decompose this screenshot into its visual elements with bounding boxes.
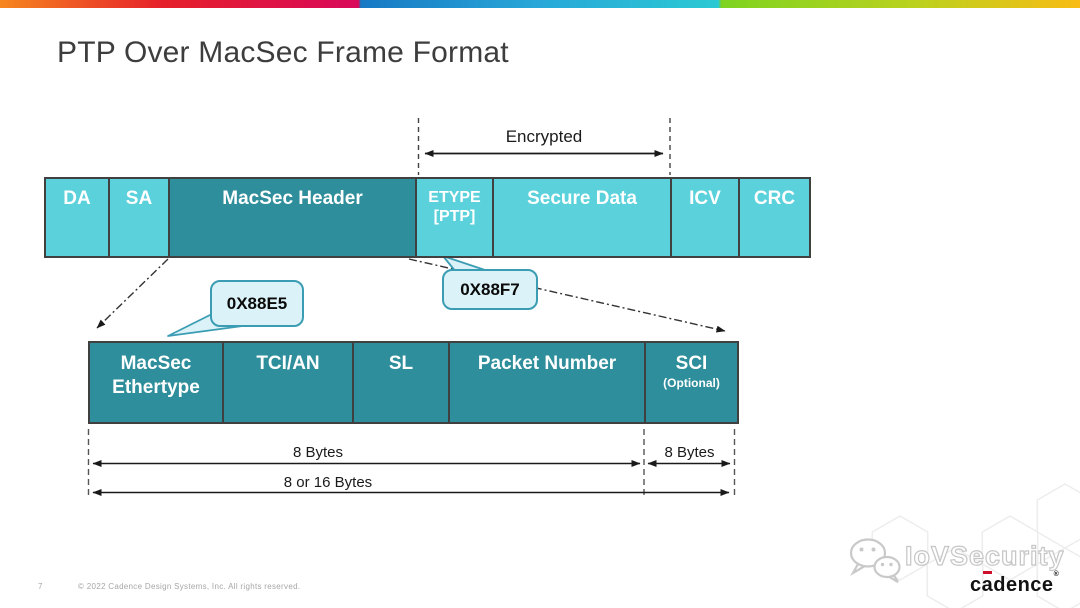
- callout-0x88f7: 0X88F7: [442, 269, 538, 310]
- cadence-logo-part: c: [970, 574, 982, 596]
- measure-label-8bytes-right: 8 Bytes: [664, 444, 715, 461]
- field-label: MacSec Header: [222, 188, 363, 209]
- page-number: 7: [38, 582, 43, 591]
- registered-trademark-symbol: ®: [1053, 571, 1060, 578]
- field-label: TCI/AN: [256, 353, 320, 374]
- callout-value: 0X88F7: [460, 279, 520, 299]
- cadence-logo-part: dence: [993, 574, 1054, 596]
- field-label: DA: [63, 188, 91, 209]
- field-label: ETYPE: [428, 189, 481, 206]
- detail-field-sci: SCI (Optional): [646, 343, 737, 422]
- detail-field-tci-an: TCI/AN: [224, 343, 354, 422]
- field-label: Secure Data: [527, 188, 637, 209]
- field-label: ICV: [689, 188, 721, 209]
- detail-field-macsec-ethertype: MacSec Ethertype: [90, 343, 224, 422]
- frame-diagram-detail: MacSec Ethertype TCI/AN SL Packet Number…: [88, 341, 739, 424]
- field-sublabel: Ethertype: [112, 377, 200, 398]
- frame-field-da: DA: [46, 179, 110, 256]
- field-label: SCI: [675, 353, 708, 374]
- top-accent-bar: [0, 0, 1080, 8]
- field-sublabel: [PTP]: [433, 208, 476, 225]
- field-label: MacSec: [120, 353, 192, 374]
- frame-field-etype-ptp: ETYPE [PTP]: [417, 179, 494, 256]
- wechat-icon: [849, 538, 901, 583]
- field-label: Packet Number: [477, 353, 617, 374]
- expansion-lines: [96, 258, 726, 333]
- encrypted-span-guides: [417, 118, 671, 175]
- expansion-line-left: [96, 258, 169, 329]
- callout-value: 0X88E5: [226, 293, 288, 313]
- frame-field-macsec-header: MacSec Header: [170, 179, 417, 256]
- hexagon-pattern-decoration: [871, 483, 1080, 608]
- callout-0x88e5: 0X88E5: [210, 280, 304, 327]
- field-label: SA: [125, 188, 153, 209]
- byte-measure-arrows: [92, 460, 731, 496]
- field-label: SL: [388, 353, 414, 374]
- measure-label-8bytes-left: 8 Bytes: [292, 444, 344, 461]
- detail-field-sl: SL: [354, 343, 450, 422]
- measure-label-8or16bytes: 8 or 16 Bytes: [283, 474, 373, 491]
- page-title: PTP Over MacSec Frame Format: [57, 36, 509, 69]
- byte-measure-guides: [87, 429, 736, 497]
- frame-field-secure-data: Secure Data: [494, 179, 672, 256]
- detail-field-packet-number: Packet Number: [450, 343, 646, 422]
- frame-diagram-top: DA SA MacSec Header ETYPE [PTP] Secure D…: [44, 177, 811, 258]
- field-sublabel: (Optional): [663, 376, 720, 390]
- iovsecurity-logo-text: IoVSecurity: [904, 540, 1065, 571]
- cadence-logo: cadence®: [970, 571, 1060, 597]
- encrypted-label: Encrypted: [505, 127, 583, 146]
- cadence-logo-a-with-red-bar: a: [981, 571, 994, 596]
- frame-field-sa: SA: [110, 179, 170, 256]
- field-label: CRC: [753, 188, 796, 209]
- frame-field-crc: CRC: [740, 179, 809, 256]
- frame-field-icv: ICV: [672, 179, 740, 256]
- copyright-notice: © 2022 Cadence Design Systems, Inc. All …: [78, 582, 301, 591]
